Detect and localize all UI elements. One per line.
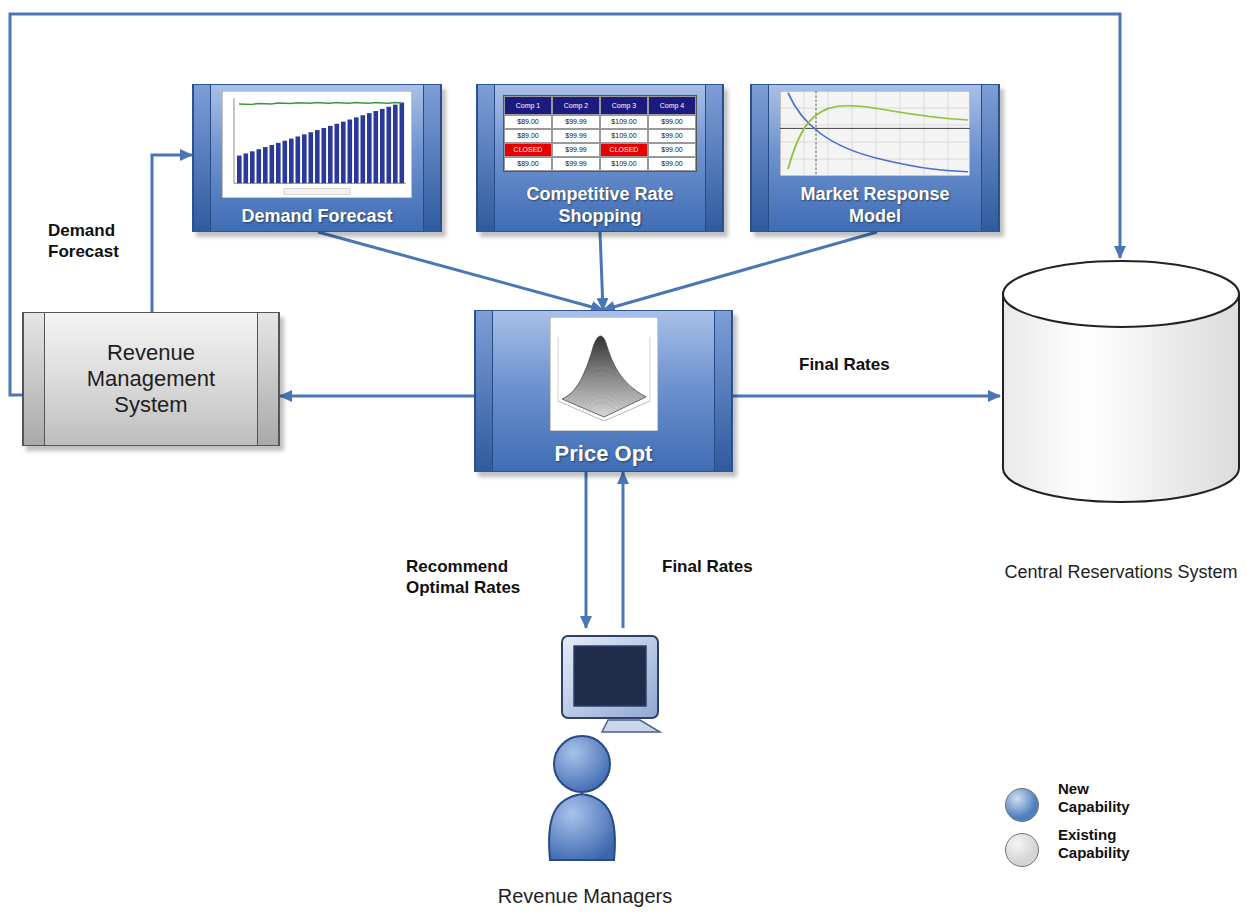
node-title: Central Reservations System [1004,560,1237,584]
table-cell: Comp 3 [600,96,648,115]
flow-arrow [585,472,588,628]
table-cell: $89.00 [504,129,552,143]
rate-table: Comp 1Comp 2Comp 3Comp 4$89.00$99.99$109… [503,95,697,172]
node-title: Market Response Model [775,183,975,227]
table-cell: $109.00 [600,115,648,129]
response-curve-chart [780,91,970,176]
user-node: Revenue Managers [490,628,680,908]
capability-panel: Market Response Model [750,84,1000,232]
panel-side-bar [751,85,769,231]
flow-arrow [603,232,877,310]
table-cell: $89.00 [504,157,552,171]
table-cell: $109.00 [600,129,648,143]
panel-side-bar [714,311,732,471]
panel-side-bar [23,313,45,445]
table-cell: $99.99 [552,157,600,171]
node-title: Revenue Management System [66,340,236,418]
database-cylinder [1000,258,1242,508]
user-icon [490,628,680,868]
node-title: Competitive Rate Shopping [500,183,700,227]
panel-side-bar [257,313,279,445]
table-cell: Comp 2 [552,96,600,115]
legend-swatch [1005,833,1039,867]
legend-swatch [1005,788,1039,822]
table-cell: $109.00 [600,157,648,171]
table-cell: $99.99 [552,143,600,157]
panel-side-bar [981,85,999,231]
table-cell: CLOSED [504,143,552,157]
node-title: Price Opt [555,441,653,467]
panel-side-bar [423,85,441,231]
legend-text: New Capability [1058,780,1140,816]
flow-arrow [600,232,603,310]
table-cell: $99.00 [648,143,696,157]
panel-side-bar [475,311,493,471]
legend-text: Existing Capability [1058,826,1140,862]
flow-arrow [318,232,603,310]
edge-label: Final Rates [660,556,755,577]
database-node: Central Reservations System [1000,258,1242,584]
flow-arrow [622,472,625,628]
flow-arrow [280,395,474,398]
edge-label: Recommend Optimal Rates [404,556,558,598]
table-cell: $99.00 [648,129,696,143]
node-title: Demand Forecast [241,205,392,227]
capability-panel: Price Opt [474,310,733,472]
system-box: Revenue Management System [22,312,280,446]
table-cell: $99.99 [552,129,600,143]
table-cell: $89.00 [504,115,552,129]
table-cell: $99.99 [552,115,600,129]
capability-panel: Competitive Rate ShoppingComp 1Comp 2Com… [476,84,724,232]
node-title: Revenue Managers [498,884,673,908]
table-cell: $99.00 [648,157,696,171]
panel-side-bar [705,85,723,231]
capability-panel: Demand Forecast [192,84,442,232]
optimization-surface [550,317,658,431]
table-cell: Comp 4 [648,96,696,115]
edge-label: Demand Forecast [46,220,150,262]
panel-side-bar [477,85,495,231]
flow-arrow [152,155,192,312]
panel-side-bar [193,85,211,231]
table-cell: $99.00 [648,115,696,129]
table-cell: CLOSED [600,143,648,157]
table-cell: Comp 1 [504,96,552,115]
edge-label: Final Rates [797,354,892,375]
flow-arrow [733,395,1000,398]
forecast-chart [222,91,412,198]
